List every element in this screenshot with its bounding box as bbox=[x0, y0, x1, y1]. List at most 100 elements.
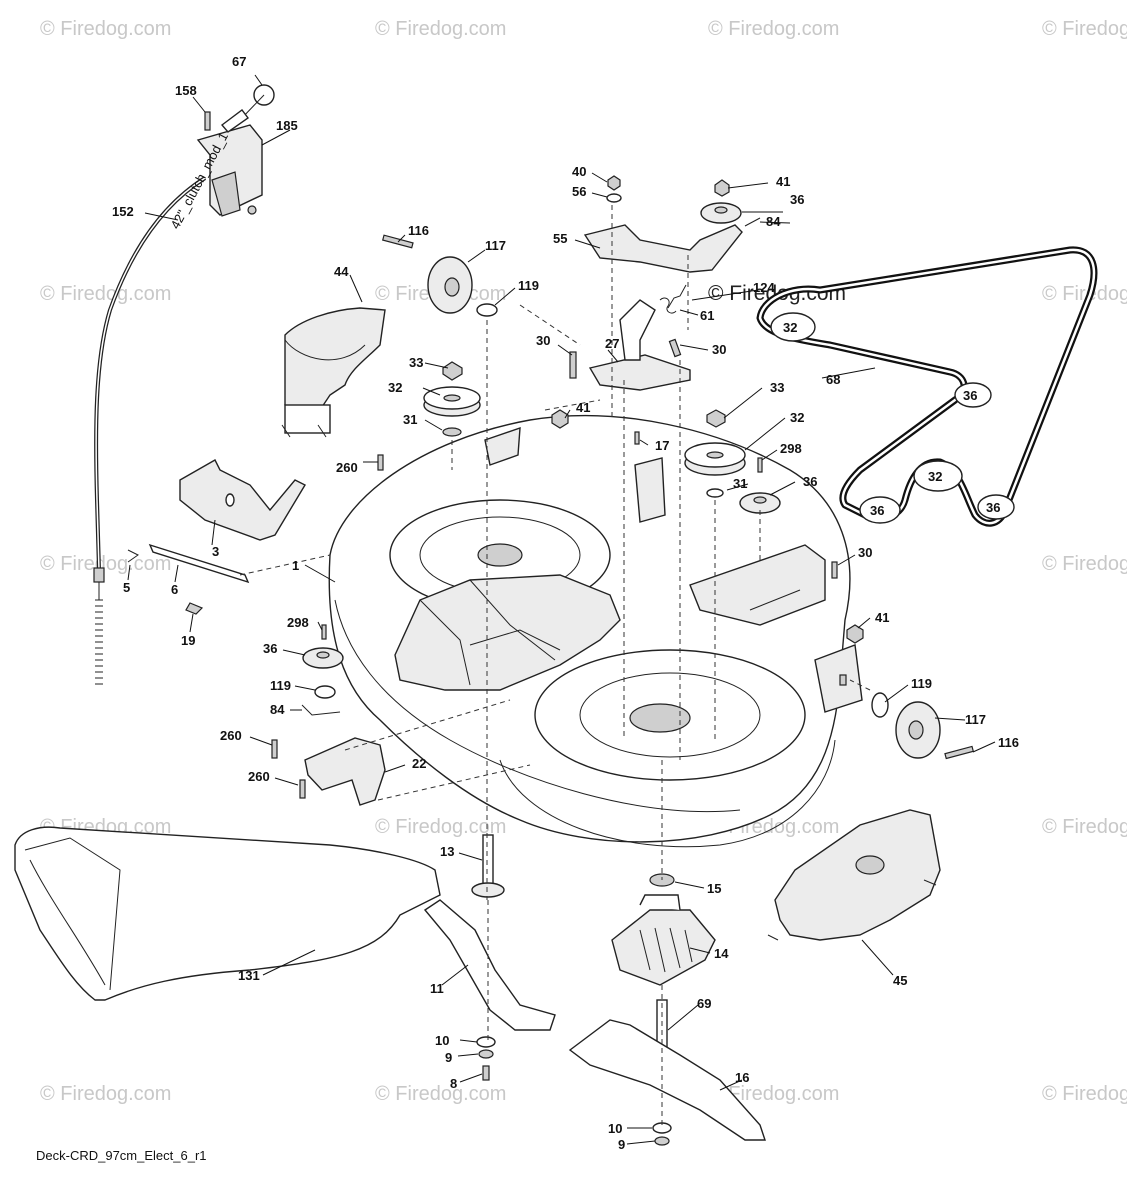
callout: 32 bbox=[790, 410, 804, 425]
callout: 119 bbox=[911, 676, 932, 691]
callout: 124 bbox=[753, 280, 775, 295]
callout: 152 bbox=[112, 204, 134, 219]
blade-16-part bbox=[568, 1019, 766, 1141]
callout: 298 bbox=[287, 615, 309, 630]
watermark: © Firedog.com bbox=[375, 816, 506, 838]
callout: 36 bbox=[790, 192, 804, 207]
watermark: © Firedog.com bbox=[40, 553, 171, 575]
callout: 17 bbox=[655, 438, 669, 453]
callout: 298 bbox=[780, 441, 802, 456]
pulley-32-right bbox=[684, 409, 746, 498]
belt-cover-part bbox=[774, 809, 941, 941]
diagram-caption: Deck-CRD_97cm_Elect_6_r1 bbox=[36, 1148, 207, 1163]
callout: 30 bbox=[858, 545, 872, 560]
callout: 6 bbox=[171, 582, 178, 597]
callout: 119 bbox=[270, 678, 291, 693]
callout: 31 bbox=[733, 476, 747, 491]
callout: 158 bbox=[175, 83, 197, 98]
callout: 15 bbox=[707, 881, 721, 896]
pulley-cover-part bbox=[284, 307, 386, 421]
leader-lines bbox=[127, 74, 996, 1145]
callout: 67 bbox=[232, 54, 246, 69]
callout: 119 bbox=[518, 278, 539, 293]
belt-pulley-32 bbox=[770, 312, 816, 342]
callout: 30 bbox=[536, 333, 550, 348]
idler-arm-part bbox=[583, 224, 743, 273]
pulley-32-left bbox=[423, 361, 481, 437]
callout: 10 bbox=[435, 1033, 449, 1048]
callout: 116 bbox=[408, 223, 429, 238]
watermark: © Firedog.com bbox=[375, 1083, 506, 1105]
callout: 260 bbox=[220, 728, 242, 743]
callout: 11 bbox=[430, 981, 444, 996]
bracket-part bbox=[304, 737, 386, 806]
callout: 13 bbox=[440, 844, 454, 859]
callout: 5 bbox=[123, 580, 130, 595]
callout: 33 bbox=[409, 355, 423, 370]
spindle-housing-part bbox=[611, 894, 716, 986]
callout: 117 bbox=[965, 712, 986, 727]
callout: 185 bbox=[276, 118, 298, 133]
watermark: © Firedog.com bbox=[1042, 553, 1127, 575]
belt-pulley-32 bbox=[913, 460, 963, 492]
callout: 33 bbox=[770, 380, 784, 395]
alignment-lines bbox=[239, 205, 871, 1125]
chute-part bbox=[394, 574, 621, 691]
callout: 41 bbox=[576, 400, 590, 415]
watermark: © Firedog.com bbox=[375, 18, 506, 40]
callout: 131 bbox=[238, 968, 260, 983]
watermark: © Firedog.com bbox=[40, 18, 171, 40]
idler-bracket-part bbox=[588, 354, 691, 391]
belt-pulley-label: 36 bbox=[963, 388, 977, 403]
washer-part bbox=[476, 303, 498, 317]
callout: 116 bbox=[998, 735, 1019, 750]
callout: 14 bbox=[714, 946, 729, 961]
callout: 27 bbox=[605, 336, 619, 351]
callout: 9 bbox=[445, 1050, 452, 1065]
watermark: © Firedog.com bbox=[708, 1083, 839, 1105]
callout: 1 bbox=[292, 558, 299, 573]
callout: 84 bbox=[766, 214, 781, 229]
callout: 68 bbox=[826, 372, 840, 387]
callout: 9 bbox=[618, 1137, 625, 1152]
callout: 61 bbox=[700, 308, 714, 323]
blade-11-part bbox=[423, 899, 556, 1031]
spindle-13-part bbox=[471, 834, 505, 898]
callout: 3 bbox=[212, 544, 219, 559]
callout: 44 bbox=[334, 264, 349, 279]
callout: 55 bbox=[553, 231, 567, 246]
callout: 19 bbox=[181, 633, 195, 648]
callout: 84 bbox=[270, 702, 285, 717]
belt-pulley-label: 36 bbox=[870, 503, 884, 518]
belt-pulley-36 bbox=[977, 494, 1015, 520]
link-rod-part bbox=[148, 543, 250, 584]
callout: 36 bbox=[803, 474, 817, 489]
callout: 22 bbox=[412, 756, 426, 771]
callout: 36 bbox=[263, 641, 277, 656]
callout: 56 bbox=[572, 184, 586, 199]
part-callouts: 67 158 185 152 116 117 119 44 40 56 55 4… bbox=[112, 54, 1019, 1152]
callout: 41 bbox=[776, 174, 790, 189]
watermark: © Firedog.com bbox=[40, 283, 171, 305]
belt-pulley-label: 32 bbox=[783, 320, 797, 335]
pulley-36-top bbox=[700, 179, 742, 224]
screw-part bbox=[204, 111, 211, 131]
callout: 32 bbox=[388, 380, 402, 395]
bracket-part bbox=[179, 459, 306, 541]
belt-pulley-label: 32 bbox=[928, 469, 942, 484]
callout: 30 bbox=[712, 342, 726, 357]
watermark: © Firedog.com bbox=[1042, 1083, 1127, 1105]
callout: 41 bbox=[875, 610, 889, 625]
callout: 10 bbox=[608, 1121, 622, 1136]
callout: 260 bbox=[336, 460, 358, 475]
callout: 16 bbox=[735, 1070, 749, 1085]
watermark: © Firedog.com bbox=[1042, 18, 1127, 40]
pulley-117-right bbox=[871, 692, 975, 760]
pulley-36-left bbox=[302, 647, 344, 699]
discharge-chute-part bbox=[14, 826, 441, 1001]
watermark: © Firedog.com bbox=[708, 18, 839, 40]
pulley-117-top bbox=[381, 234, 473, 314]
callout: 69 bbox=[697, 996, 711, 1011]
